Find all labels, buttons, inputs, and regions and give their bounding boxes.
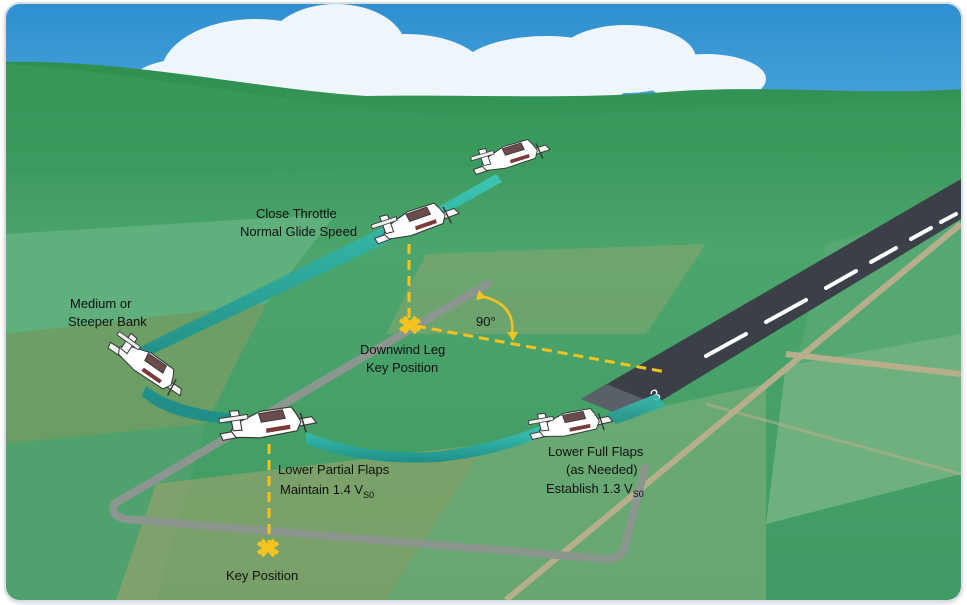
- label-steeper-bank: Steeper Bank: [68, 314, 147, 329]
- label-medium-or: Medium or: [70, 296, 132, 311]
- label-lower-partial-flaps: Lower Partial Flaps: [278, 462, 390, 477]
- label-as-needed: (as Needed): [566, 462, 638, 477]
- label-downwind-key-position: Key Position: [366, 360, 438, 375]
- label-downwind-leg: Downwind Leg: [360, 342, 445, 357]
- label-lower-full-flaps: Lower Full Flaps: [548, 444, 644, 459]
- label-normal-glide-speed: Normal Glide Speed: [240, 224, 357, 239]
- label-close-throttle: Close Throttle: [256, 206, 337, 221]
- label-base-key-position: Key Position: [226, 568, 298, 583]
- diagram-frame: 3 Close Throttle Normal Glide Speed Medi…: [6, 4, 961, 600]
- label-angle: 90°: [476, 314, 496, 329]
- landing-pattern-diagram: 3 Close Throttle Normal Glide Speed Medi…: [6, 4, 961, 600]
